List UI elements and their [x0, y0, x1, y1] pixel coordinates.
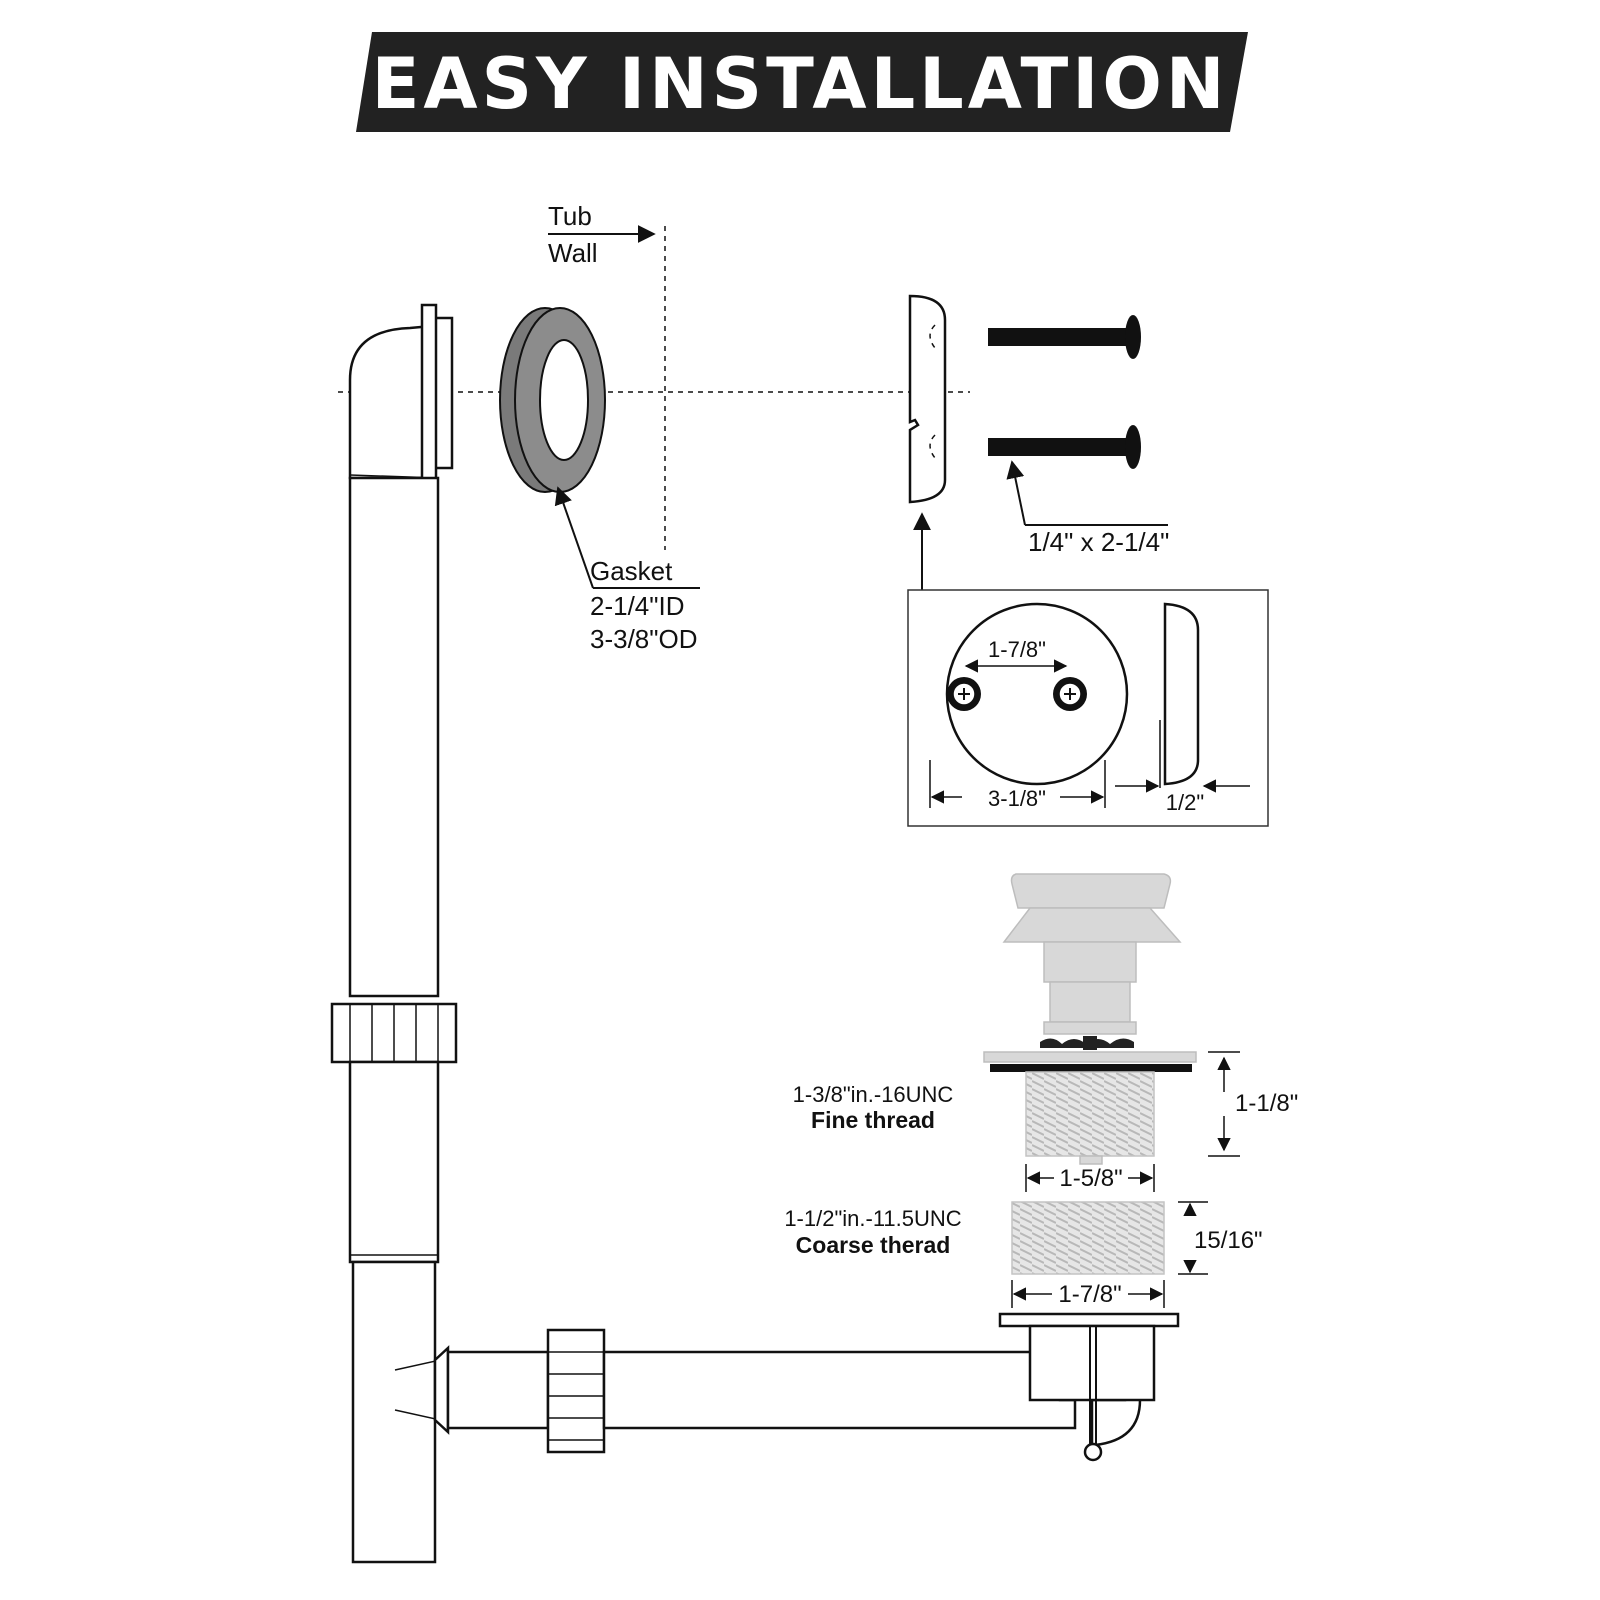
- wall-label: Wall: [548, 238, 598, 268]
- drain-flange: [983, 1051, 1197, 1063]
- gasket-id-label: 2-1/4"ID: [590, 591, 685, 621]
- coarse-spec-label: 1-1/2"in.-11.5UNC: [784, 1206, 961, 1231]
- coarse-thread-adapter: [1011, 1201, 1165, 1275]
- hole-spacing-label: 1-7/8": [988, 637, 1046, 662]
- tee-horizontal-stub: [433, 1345, 450, 1435]
- overflow-elbow: [348, 324, 434, 480]
- shoe-drain-stopper-pin: [1083, 1442, 1103, 1462]
- fine-thread-body: [1025, 1071, 1155, 1157]
- screw-size-label: 1/4" x 2-1/4": [1028, 527, 1169, 557]
- plate-diameter-label: 3-1/8": [988, 786, 1046, 811]
- screw-bottom: [988, 438, 1126, 456]
- title-banner: EASY INSTALLATION: [356, 32, 1248, 132]
- gasket-od-label: 3-3/8"OD: [590, 624, 698, 654]
- screws: 1/4" x 2-1/4": [988, 315, 1169, 557]
- tub-label: Tub: [548, 201, 592, 231]
- overflow-tube-middle: [348, 1060, 440, 1264]
- gasket-label: Gasket: [590, 556, 673, 586]
- gasket-hole: [539, 339, 589, 461]
- banner-background: [356, 32, 1248, 132]
- overflow-pipe-assembly: [330, 303, 458, 1564]
- fine-width-label: 1-5/8": [1059, 1165, 1122, 1192]
- face-plate-side: [908, 294, 947, 590]
- tub-wall-marker: Tub Wall: [548, 201, 666, 550]
- gasket-leader: [554, 486, 594, 589]
- overflow-tube-upper: [348, 476, 440, 998]
- shoe-pipe: [602, 1350, 1077, 1430]
- stopper-stem: [1043, 941, 1137, 983]
- screw-top: [988, 328, 1126, 346]
- fine-spec-label: 1-3/8"in.-16UNC: [793, 1082, 954, 1107]
- stopper-cone: [1002, 907, 1182, 943]
- overflow-flange-lip: [420, 303, 438, 489]
- face-plate-profile: [908, 294, 947, 504]
- fine-name-label: Fine thread: [811, 1107, 935, 1133]
- face-plate-detail: 1-7/8" 3-1/8" 1/2": [907, 589, 1269, 827]
- gasket: Gasket 2-1/4"ID 3-3/8"OD: [499, 307, 700, 654]
- screw-leader: [1006, 460, 1026, 526]
- stopper-body: [1049, 981, 1131, 1023]
- coarse-name-label: Coarse therad: [796, 1232, 951, 1258]
- screw-hole-left: [947, 677, 981, 711]
- shoe-housing: [1028, 1324, 1156, 1402]
- shoe-slip-nut: [546, 1328, 606, 1454]
- stopper-cap: [1010, 873, 1172, 909]
- overflow-slip-nut: [330, 1002, 458, 1064]
- drain-tee-body: [351, 1260, 437, 1564]
- plate-depth-label: 1/2": [1166, 790, 1204, 815]
- face-plate-side-detail: [1163, 602, 1200, 786]
- drain-shoe-assembly: [446, 1312, 1180, 1462]
- coarse-height-label: 15/16": [1194, 1227, 1263, 1254]
- stopper-base: [1043, 1021, 1137, 1035]
- shoe-flange: [998, 1312, 1180, 1328]
- page-title: EASY INSTALLATION: [372, 43, 1229, 125]
- drain-stopper: 1-1/8" 1-5/8" 1-3/8"in.-16UNC Fine threa…: [784, 873, 1298, 1308]
- coarse-width-label: 1-7/8": [1058, 1281, 1121, 1308]
- fine-height-label: 1-1/8": [1235, 1090, 1298, 1117]
- screw-hole-right: [1053, 677, 1087, 711]
- shoe-pipe-left: [446, 1350, 550, 1430]
- drain-washer: [990, 1064, 1192, 1072]
